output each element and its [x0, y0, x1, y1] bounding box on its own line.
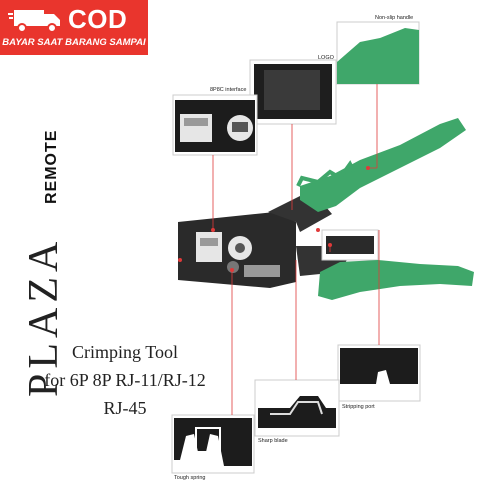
cod-subtitle: BAYAR SAAT BARANG SAMPAI: [2, 37, 146, 48]
handle-detail: [337, 28, 419, 84]
lower-handle: [318, 260, 474, 300]
sharp-blade-label: Sharp blade: [258, 438, 288, 444]
cod-label: COD: [68, 4, 128, 34]
non-slip-handle-label: Non-slip handle: [375, 15, 414, 21]
product-title-line-2: for 6P 8P RJ-11/RJ-12: [44, 370, 206, 390]
upper-handle: [300, 118, 466, 212]
interface-label: 8P8C interface: [210, 87, 247, 93]
logo-label: LOGO: [318, 55, 334, 61]
delivery-truck-icon: [8, 10, 60, 33]
product-title-line-1: Crimping Tool: [72, 342, 178, 362]
product-title-line-3: RJ-45: [103, 398, 147, 418]
stripping-port-label: Stripping port: [342, 404, 375, 410]
cod-badge: COD BAYAR SAAT BARANG SAMPAI: [0, 0, 148, 55]
tough-spring-label: Tough spring: [174, 475, 206, 481]
